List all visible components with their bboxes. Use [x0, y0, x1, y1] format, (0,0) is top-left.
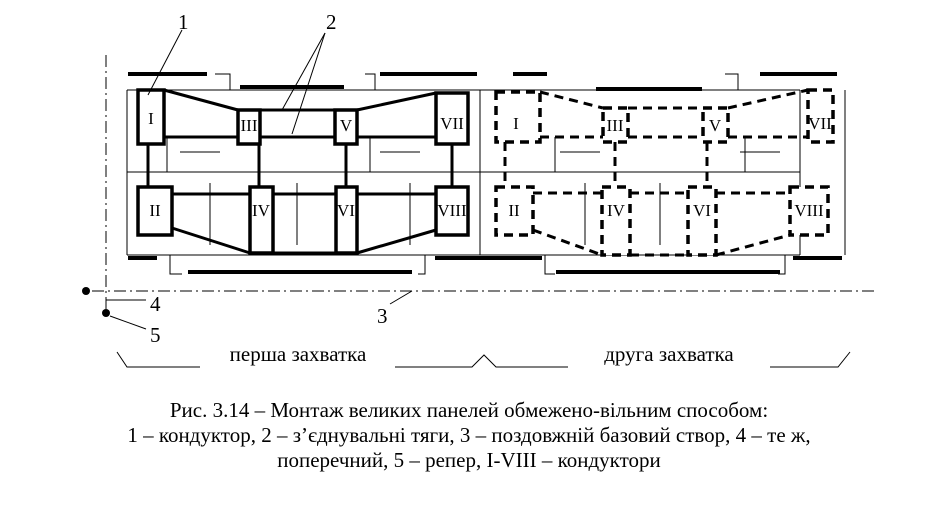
- caption-line-3: поперечний, 5 – репер, I-VIII – кондукто…: [277, 448, 661, 472]
- caption-line-2: 1 – кондуктор, 2 – з’єднувальні тяги, 3 …: [127, 423, 811, 447]
- callout-numbers: 1 2 3 4 5: [150, 10, 388, 347]
- conductor-label-2: II: [149, 201, 161, 220]
- conductor-7-next: [806, 88, 835, 144]
- callout-2: 2: [326, 10, 337, 34]
- base-axes: [92, 55, 875, 318]
- conductor-label-4-next: IV: [607, 201, 626, 220]
- conductor-label-6: VI: [337, 201, 355, 220]
- conductor-5-next: [701, 106, 730, 144]
- callout-leaders: [106, 29, 413, 330]
- zone-labels: перша захватка друга захватка: [230, 342, 735, 366]
- caption-line-1: Рис. 3.14 – Монтаж великих панелей обмеж…: [169, 398, 769, 422]
- callout-3: 3: [377, 304, 388, 328]
- conductor-4-next: [600, 185, 632, 257]
- conductor-label-3-next: III: [607, 116, 624, 135]
- first-zone-conductors: [136, 88, 470, 255]
- zone-brackets: [116, 351, 851, 368]
- conductor-1-next: [494, 90, 542, 144]
- zone-first-label: перша захватка: [230, 342, 367, 366]
- conductor-label-8: VIII: [437, 201, 467, 220]
- conductor-3-next: [601, 106, 630, 144]
- zone-second-label: друга захватка: [604, 342, 734, 366]
- building-grid: [126, 73, 846, 275]
- conductor-5: [333, 108, 359, 146]
- conductor-7: [434, 91, 470, 146]
- callout-1: 1: [178, 10, 189, 34]
- conductor-label-2-next: II: [508, 201, 520, 220]
- conductor-3: [236, 108, 262, 146]
- conductor-4: [248, 185, 275, 255]
- conductor-8-next: [788, 185, 830, 237]
- conductor-2-next: [494, 185, 535, 237]
- benchmark-point: [102, 309, 110, 317]
- conductor-label-7-next: VII: [808, 114, 832, 133]
- wall-panels: [128, 72, 842, 274]
- conductor-2: [136, 185, 174, 237]
- conductor-label-6-next: VI: [693, 201, 711, 220]
- conductor-label-1: I: [148, 109, 154, 128]
- conductor-label-3: III: [241, 116, 258, 135]
- conductor-label-4: IV: [252, 201, 271, 220]
- conductor-1: [136, 88, 166, 146]
- conductor-label-5-next: V: [709, 116, 722, 135]
- conductor-label-8-next: VIII: [794, 201, 824, 220]
- second-zone-ties: [503, 88, 809, 257]
- conductor-label-1-next: I: [513, 114, 519, 133]
- conductor-6: [334, 185, 359, 255]
- benchmark-point-left: [82, 287, 90, 295]
- callout-5: 5: [150, 323, 161, 347]
- figure-caption: Рис. 3.14 – Монтаж великих панелей обмеж…: [0, 398, 938, 473]
- conductor-6-next: [686, 185, 718, 257]
- conductor-labels: I III V VII II IV VI VIII I III V VII II…: [148, 109, 832, 220]
- second-zone-conductors: [494, 88, 835, 257]
- first-zone-ties: [146, 88, 454, 255]
- conductor-label-5: V: [340, 116, 353, 135]
- callout-4: 4: [150, 292, 161, 316]
- conductor-label-7: VII: [440, 114, 464, 133]
- assembly-scheme-diagram: I III V VII II IV VI VIII I III V VII II…: [82, 10, 875, 368]
- conductor-8: [434, 185, 470, 237]
